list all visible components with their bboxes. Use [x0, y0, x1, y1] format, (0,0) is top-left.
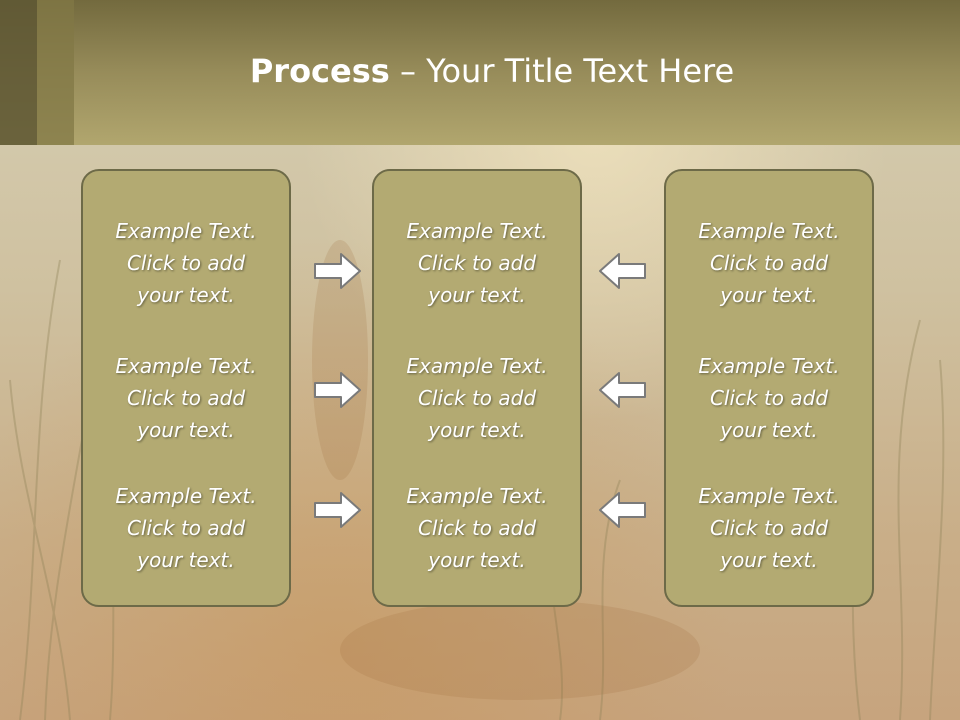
text-line: Example Text. [406, 219, 548, 243]
page-title[interactable]: Process – Your Title Text Here [0, 52, 960, 90]
box-text-item[interactable]: Example Text. Click to add your text. [666, 215, 872, 311]
text-line: Click to add [709, 386, 829, 410]
text-line: your text. [720, 418, 818, 442]
text-line: your text. [428, 548, 526, 572]
text-line: Click to add [126, 386, 246, 410]
header-accent-dark [0, 0, 37, 145]
box-text-item[interactable]: Example Text. Click to add your text. [83, 350, 289, 446]
text-line: Example Text. [115, 354, 257, 378]
text-line: Click to add [709, 251, 829, 275]
arrow-right-icon [314, 253, 361, 289]
text-line: Example Text. [698, 484, 840, 508]
title-bar: Process – Your Title Text Here [0, 0, 960, 145]
text-line: your text. [428, 283, 526, 307]
arrow-left-icon [599, 253, 646, 289]
text-line: your text. [137, 418, 235, 442]
text-line: your text. [720, 283, 818, 307]
process-box-right[interactable]: Example Text. Click to add your text. Ex… [664, 169, 874, 607]
text-line: Example Text. [115, 484, 257, 508]
header-accent-light [37, 0, 74, 145]
process-box-left[interactable]: Example Text. Click to add your text. Ex… [81, 169, 291, 607]
title-rest: – Your Title Text Here [389, 52, 735, 90]
title-bold: Process [249, 52, 390, 90]
text-line: Example Text. [698, 354, 840, 378]
text-line: Click to add [417, 251, 537, 275]
text-line: Click to add [417, 386, 537, 410]
box-text-item[interactable]: Example Text. Click to add your text. [666, 350, 872, 446]
box-text-item[interactable]: Example Text. Click to add your text. [374, 215, 580, 311]
text-line: Click to add [417, 516, 537, 540]
box-text-item[interactable]: Example Text. Click to add your text. [83, 215, 289, 311]
arrow-right-icon [314, 492, 361, 528]
arrow-left-icon [599, 372, 646, 408]
text-line: your text. [137, 548, 235, 572]
arrow-left-icon [599, 492, 646, 528]
text-line: Click to add [126, 516, 246, 540]
box-text-item[interactable]: Example Text. Click to add your text. [666, 480, 872, 576]
text-line: Example Text. [115, 219, 257, 243]
box-text-item[interactable]: Example Text. Click to add your text. [374, 480, 580, 576]
text-line: your text. [720, 548, 818, 572]
text-line: your text. [428, 418, 526, 442]
text-line: Click to add [126, 251, 246, 275]
text-line: Click to add [709, 516, 829, 540]
box-text-item[interactable]: Example Text. Click to add your text. [83, 480, 289, 576]
process-box-center[interactable]: Example Text. Click to add your text. Ex… [372, 169, 582, 607]
arrow-right-icon [314, 372, 361, 408]
text-line: Example Text. [698, 219, 840, 243]
box-text-item[interactable]: Example Text. Click to add your text. [374, 350, 580, 446]
text-line: Example Text. [406, 484, 548, 508]
text-line: your text. [137, 283, 235, 307]
text-line: Example Text. [406, 354, 548, 378]
